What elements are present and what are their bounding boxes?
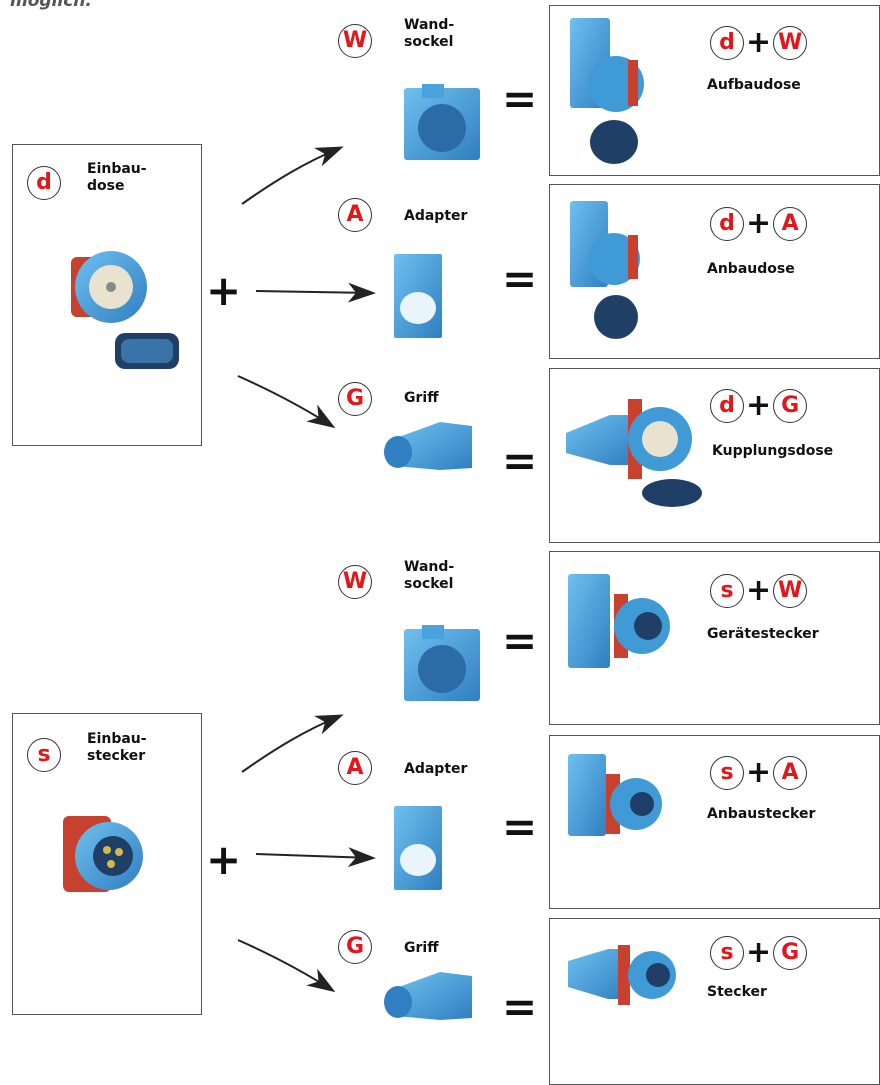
letter-badge: W xyxy=(773,574,808,608)
result-box-anbaudose: d + A Anbaudose xyxy=(549,184,880,359)
base-label: Einbau- stecker xyxy=(87,731,147,764)
combo-formula: d + A xyxy=(710,206,808,241)
griff-image xyxy=(384,972,472,1020)
result-label: Gerätestecker xyxy=(707,626,819,642)
letter-badge: s xyxy=(710,936,744,970)
letter-badge: W xyxy=(338,24,372,58)
arrow-down xyxy=(237,375,336,429)
letter-badge: s xyxy=(27,738,61,772)
arrow-right xyxy=(255,282,376,303)
result-box-kupplungsdose: d + G Kupplungsdose xyxy=(549,368,880,543)
part-label: Adapter xyxy=(404,761,468,777)
base-box-einbaudose: d Einbau- dose xyxy=(12,144,202,446)
plus-sign: + xyxy=(206,266,242,315)
geraetestecker-image xyxy=(568,574,670,668)
result-box-anbaustecker: s + A Anbaustecker xyxy=(549,735,880,909)
result-box-stecker: s + G Stecker xyxy=(549,918,880,1085)
part-label: Wand- sockel xyxy=(404,17,455,50)
anbaustecker-image xyxy=(568,754,662,836)
arrow-up xyxy=(241,714,344,773)
griff-image xyxy=(384,422,472,470)
equals-sign: = xyxy=(502,616,538,665)
plus-sign: + xyxy=(206,835,242,884)
plus-sign: + xyxy=(746,388,772,423)
aufbaudose-image xyxy=(570,18,644,164)
letter-badge: W xyxy=(773,26,808,60)
plus-sign: + xyxy=(746,25,772,60)
wandsockel-image xyxy=(404,625,480,701)
part-label: Griff xyxy=(404,940,439,956)
letter-badge: A xyxy=(773,207,808,241)
result-label: Aufbaudose xyxy=(707,77,801,93)
result-label: Kupplungsdose xyxy=(712,443,834,459)
letter-badge: A xyxy=(773,756,808,790)
einbaudose-image xyxy=(71,251,179,369)
letter-badge: W xyxy=(338,565,372,599)
result-label: Stecker xyxy=(707,984,767,1000)
equals-sign: = xyxy=(502,802,538,851)
part-label: Adapter xyxy=(404,208,468,224)
adapter-image xyxy=(394,254,442,338)
combo-formula: d + W xyxy=(710,25,808,60)
letter-badge: d xyxy=(710,207,744,241)
plus-sign: + xyxy=(746,206,772,241)
intro-text: möglich. xyxy=(10,0,92,11)
wandsockel-image xyxy=(404,84,480,160)
arrow-up xyxy=(241,146,344,205)
base-label: Einbau- dose xyxy=(87,161,147,194)
equals-sign: = xyxy=(502,982,538,1031)
letter-badge: d xyxy=(710,26,744,60)
letter-badge: G xyxy=(338,382,372,416)
result-label: Anbaudose xyxy=(707,261,795,277)
arrow-right xyxy=(255,847,376,868)
combo-formula: s + W xyxy=(710,573,808,608)
letter-badge: d xyxy=(710,389,744,423)
arrow-down xyxy=(237,939,336,993)
equals-sign: = xyxy=(502,74,538,123)
equals-sign: = xyxy=(502,254,538,303)
letter-badge: s xyxy=(710,574,744,608)
equals-sign: = xyxy=(502,436,538,485)
result-box-geraetestecker: s + W Gerätestecker xyxy=(549,551,880,725)
result-box-aufbaudose: d + W Aufbaudose xyxy=(549,5,880,176)
letter-badge: A xyxy=(338,751,372,785)
part-label: Wand- sockel xyxy=(404,559,455,592)
plus-sign: + xyxy=(746,573,772,608)
combo-formula: s + G xyxy=(710,935,808,970)
letter-badge: A xyxy=(338,198,372,232)
plus-sign: + xyxy=(746,755,772,790)
letter-badge: s xyxy=(710,756,744,790)
letter-badge: G xyxy=(338,930,372,964)
combo-formula: s + A xyxy=(710,755,808,790)
letter-badge: d xyxy=(27,166,61,200)
einbaustecker-image xyxy=(63,816,143,892)
anbaudose-image xyxy=(570,201,640,339)
combo-formula: d + G xyxy=(710,388,808,423)
letter-badge: G xyxy=(773,936,808,970)
part-label: Griff xyxy=(404,390,439,406)
stecker-image xyxy=(568,945,676,1005)
letter-badge: G xyxy=(773,389,808,423)
kupplungsdose-image xyxy=(566,399,702,507)
plus-sign: + xyxy=(746,935,772,970)
adapter-image xyxy=(394,806,442,890)
result-label: Anbaustecker xyxy=(707,806,816,822)
base-box-einbaustecker: s Einbau- stecker xyxy=(12,713,202,1015)
